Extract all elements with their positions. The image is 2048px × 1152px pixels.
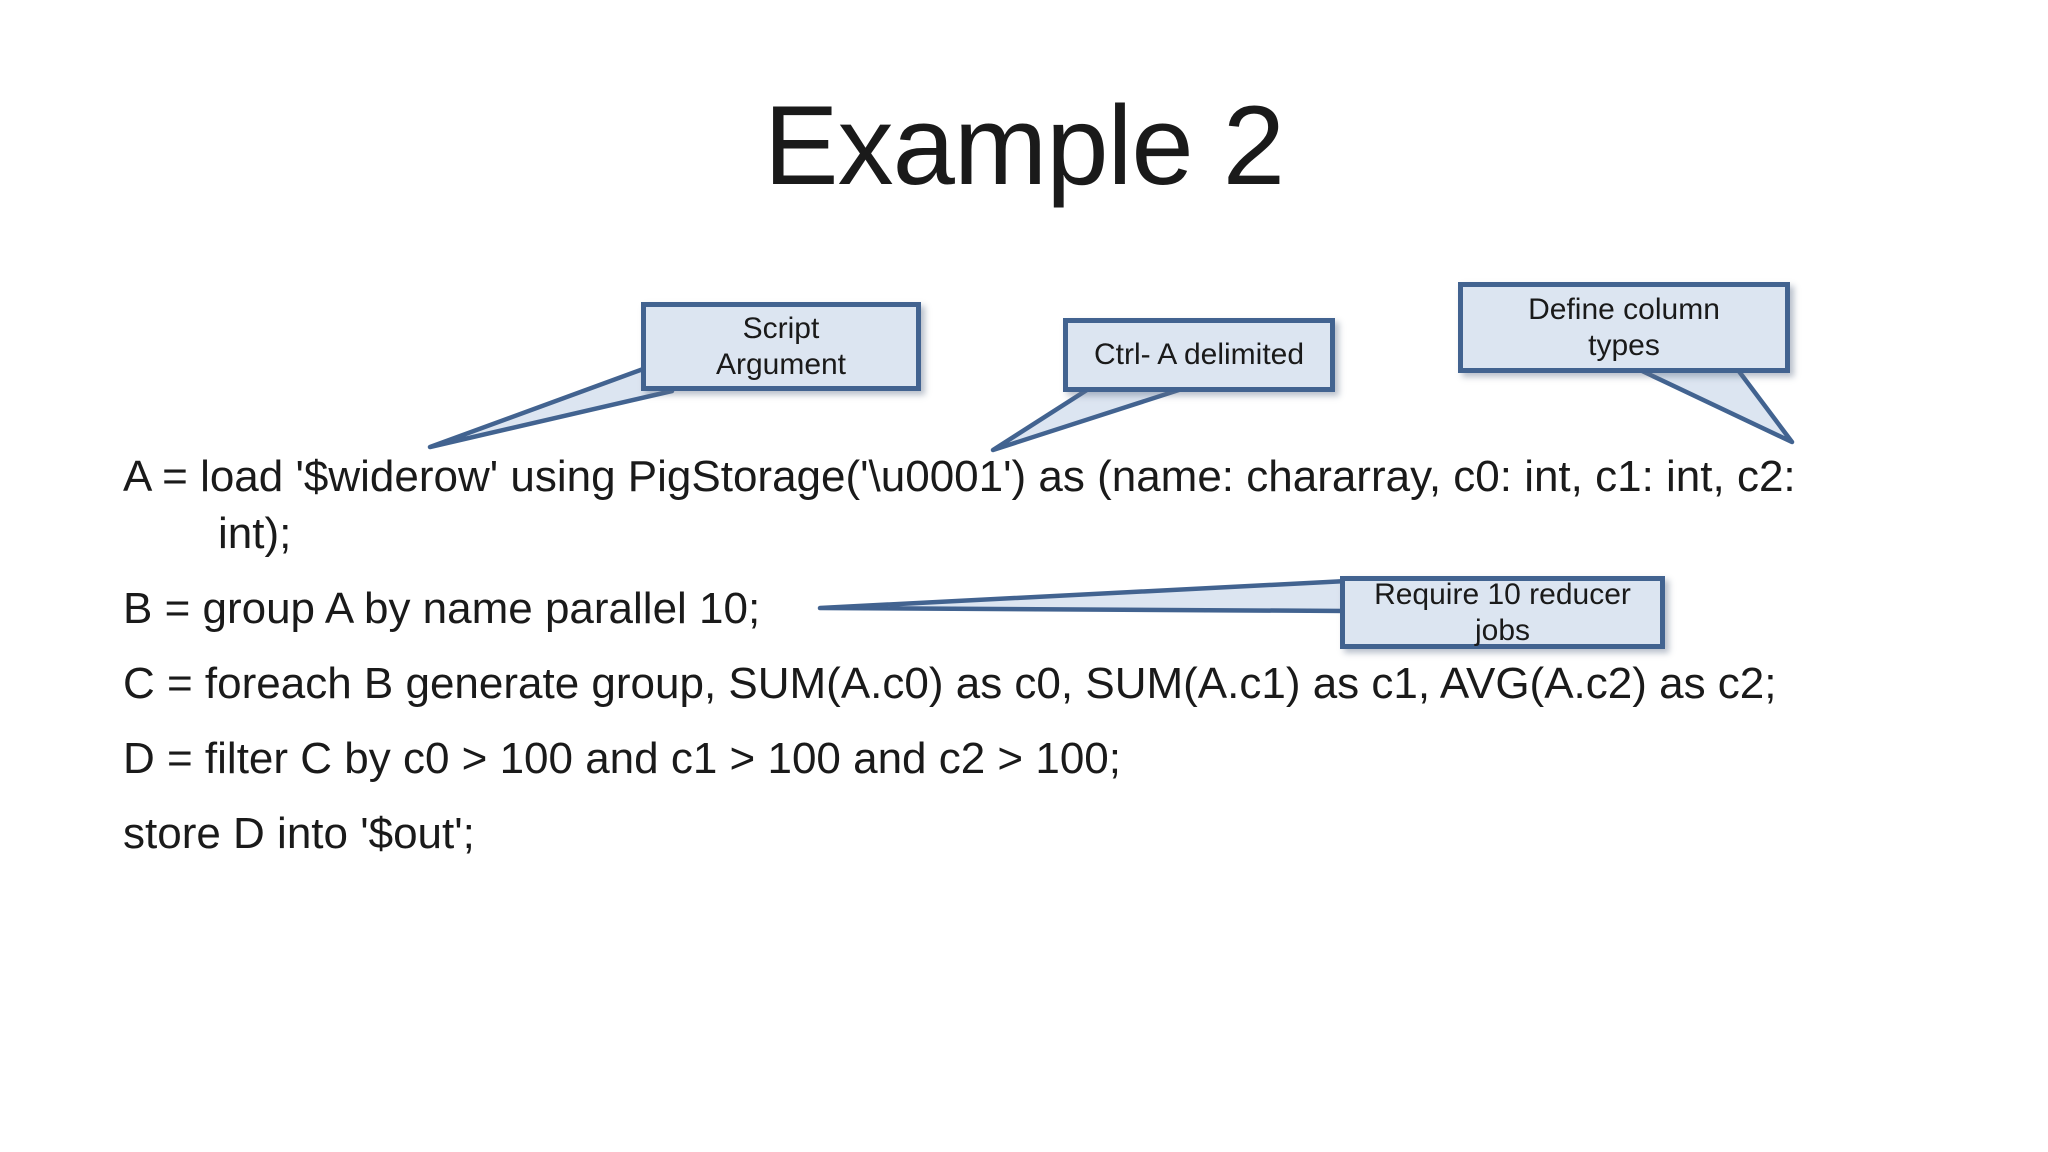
code-line-foreach: C = foreach B generate group, SUM(A.c0) … — [123, 659, 1777, 708]
code-line-store: store D into '$out'; — [123, 809, 475, 858]
callout-require-reducer-jobs-label: Require 10 reducer jobs — [1374, 577, 1631, 647]
callout-tail-script-argument — [427, 365, 675, 450]
code-line-filter: D = filter C by c0 > 100 and c1 > 100 an… — [123, 734, 1121, 783]
slide-title: Example 2 — [763, 83, 1285, 208]
callout-script-argument-label: Script Argument — [715, 311, 847, 381]
callout-tail-define-column-types — [1637, 367, 1795, 445]
callout-require-reducer-jobs: Require 10 reducer jobs — [1340, 576, 1665, 649]
callout-define-column-types-label: Define column types — [1528, 292, 1720, 362]
code-line-load: A = load '$widerow' using PigStorage('\u… — [123, 452, 1796, 501]
callout-define-column-types: Define column types — [1458, 282, 1790, 373]
code-block: A = load '$widerow' using PigStorage('\u… — [123, 448, 1796, 862]
code-line-load-wrap: int); — [218, 509, 292, 558]
callout-script-argument: Script Argument — [641, 302, 921, 391]
callout-ctrl-a-delimited: Ctrl- A delimited — [1063, 318, 1335, 392]
code-line-group: B = group A by name parallel 10; — [123, 584, 761, 633]
callout-tail-ctrl-a-delimited — [990, 385, 1188, 453]
callout-ctrl-a-delimited-label: Ctrl- A delimited — [1093, 338, 1305, 371]
